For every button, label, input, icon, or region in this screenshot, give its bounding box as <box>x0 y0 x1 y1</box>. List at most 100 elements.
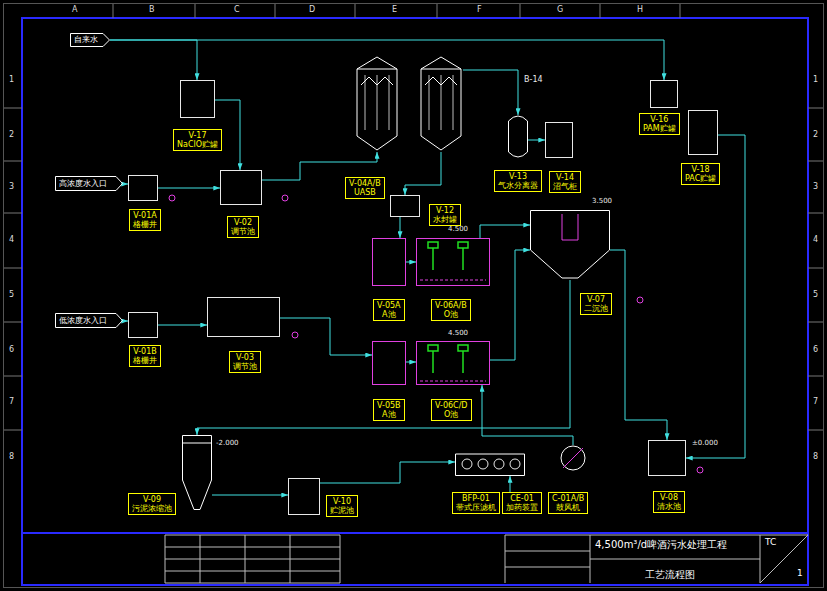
grid-letter: B <box>149 6 155 15</box>
belt-filter-press: BFP-01带式压滤机 <box>455 448 525 476</box>
tag-plate: V-05AA池 <box>373 299 405 321</box>
equipment-outline <box>509 116 528 157</box>
equipment-outline <box>421 69 461 150</box>
grid-number: 1 <box>9 76 14 85</box>
title-block-table <box>165 535 808 583</box>
drawing-title: 4,500m³/d啤酒污水处理工程 <box>595 539 727 550</box>
equipment-outline <box>357 57 397 69</box>
equipment-outline <box>456 454 525 476</box>
grid-number: 5 <box>9 291 14 300</box>
pipe-line <box>463 70 518 115</box>
grid-letter: D <box>309 6 315 15</box>
pipe-line <box>197 280 570 435</box>
equipment-tag: V-16 <box>643 115 676 124</box>
tag-plate: V-14沼气柜 <box>549 171 581 193</box>
equipment-name: NaClO贮罐 <box>177 140 218 149</box>
equipment-outline <box>355 55 463 152</box>
equipment-tag: BFP-01 <box>456 494 496 503</box>
equipment-tag: V-04A/B <box>349 179 381 188</box>
dosing-unit: CE-01加药装置 <box>502 492 542 514</box>
grid-number: 7 <box>9 398 14 407</box>
pipe-line <box>528 140 545 141</box>
inlet-name: 自来水 <box>70 33 98 47</box>
pipe-line <box>262 152 377 180</box>
tag-plate: V-10贮泥池 <box>326 495 358 517</box>
tag-plate: V-05BA池 <box>373 399 405 421</box>
equipment-outline <box>530 210 610 280</box>
grid-number: 4 <box>9 236 14 245</box>
grid-number: 7 <box>813 398 818 407</box>
equipment-name: 鼓风机 <box>552 503 584 512</box>
dosing-tank: V-17NaClO贮罐 <box>180 80 215 118</box>
equipment-name: A池 <box>377 310 401 319</box>
grid-letter: H <box>637 6 643 15</box>
equipment-outline <box>56 314 123 328</box>
grid-number: 6 <box>813 346 818 355</box>
equipment-name: 贮泥池 <box>330 506 354 515</box>
grid-number: 2 <box>813 131 818 140</box>
equipment-outline <box>361 77 393 85</box>
tag-plate: V-16PAM贮罐 <box>639 113 680 135</box>
equipment-outline <box>508 115 528 158</box>
equipment-name: 格栅井 <box>133 356 157 365</box>
grid-number: 6 <box>9 346 14 355</box>
tag-plate: C-01A/B鼓风机 <box>548 492 588 514</box>
tag-plate: BFP-01带式压滤机 <box>452 492 500 514</box>
tag-plate: V-08清水池 <box>653 491 685 513</box>
pipe-line <box>482 385 573 445</box>
equipment-tag: V-10 <box>330 497 354 506</box>
equipment-outline <box>71 34 110 47</box>
pipe-line <box>406 262 416 263</box>
grid-number: 1 <box>813 76 818 85</box>
inlet-tag: 低浓度水入口 <box>55 313 123 328</box>
dosing-tank: V-18PAC贮罐 <box>688 110 718 155</box>
equipment-outline <box>462 459 520 469</box>
equipment-name: 格栅井 <box>133 220 157 229</box>
pipe-line <box>490 250 530 360</box>
equipment-outline <box>562 214 578 240</box>
equipment-outline <box>531 211 610 279</box>
equipment-name: PAM贮罐 <box>643 124 676 133</box>
equipment-tag: V-01A <box>133 211 157 220</box>
tag-plate: V-03调节池 <box>229 351 261 373</box>
title-block-rule <box>22 532 808 534</box>
equipment-outline <box>183 443 212 444</box>
pipe-line <box>158 188 220 189</box>
grid-letter: F <box>477 6 482 15</box>
grid-letter: G <box>557 6 563 15</box>
equipment-name: 带式压滤机 <box>456 503 496 512</box>
equipment-outline <box>365 75 389 130</box>
inlet-tag: 高浓度水入口 <box>55 176 123 191</box>
pipe-line <box>110 40 197 80</box>
equipment-tag: V-14 <box>553 173 577 182</box>
clear-water-tank: V-08清水池 <box>648 440 686 476</box>
pipe-line <box>320 462 455 483</box>
equipment-outline <box>56 177 123 191</box>
equipment-name: 水封罐 <box>433 215 457 224</box>
grid-number: 4 <box>813 236 818 245</box>
pipe-line <box>610 250 667 440</box>
equipment-tag: C-01A/B <box>552 494 584 503</box>
equipment-name: 沼气柜 <box>553 182 577 191</box>
anoxic-tank: V-05BA池 <box>372 341 406 385</box>
aerobic-tank: V-06C/DO池 <box>416 341 490 385</box>
equipment-tag: V-08 <box>657 493 681 502</box>
equipment-tag: V-02 <box>231 218 255 227</box>
equipment-name: 调节池 <box>231 227 255 236</box>
equipment-name: 二沉池 <box>584 304 608 313</box>
dosing-tank: V-16PAM贮罐 <box>650 80 678 108</box>
equipment-tag: V-18 <box>685 165 716 174</box>
grid-letter: E <box>392 6 397 15</box>
pipe-line <box>400 217 401 238</box>
equipment-outline <box>183 436 212 510</box>
equipment-tag: CE-01 <box>506 494 538 503</box>
tag-plate: V-04A/BUASB <box>345 177 385 199</box>
tag-plate: V-01B格栅井 <box>129 345 161 367</box>
equipment-name: 清水池 <box>657 502 681 511</box>
grid-number: 3 <box>813 183 818 192</box>
grid-number: 8 <box>9 453 14 462</box>
tag-plate: V-18PAC贮罐 <box>681 163 720 185</box>
equipment-name: O池 <box>435 310 467 319</box>
tag-plate: V-13气水分离器 <box>494 170 542 192</box>
